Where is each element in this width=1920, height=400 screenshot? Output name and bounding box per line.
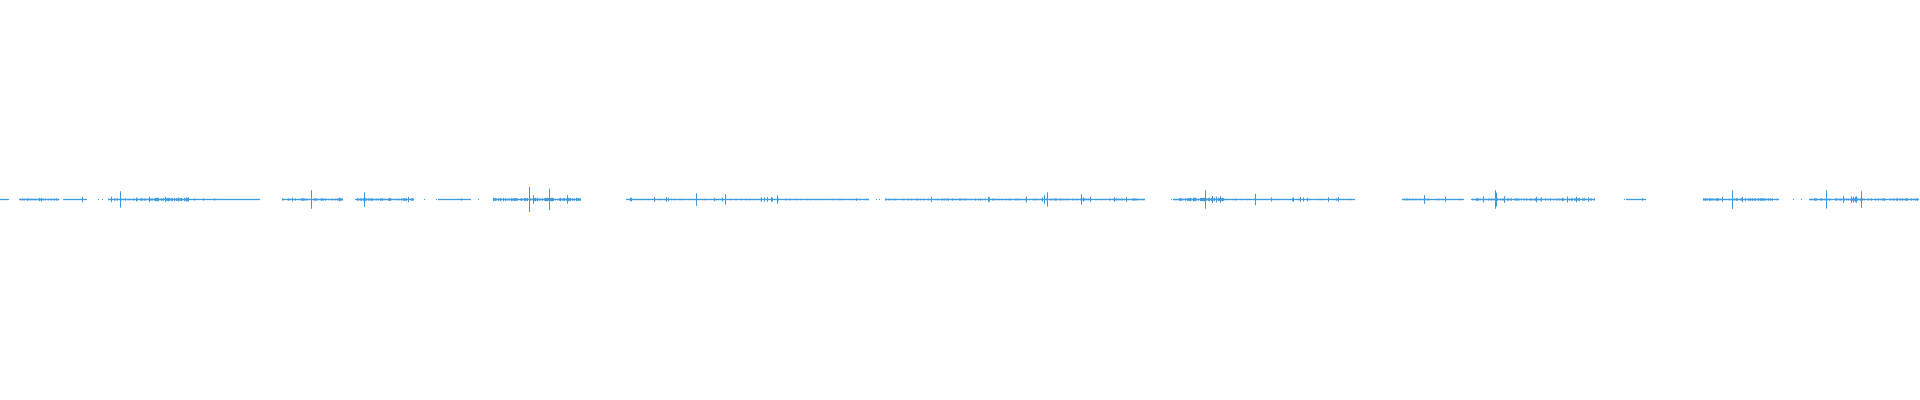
waveform-dot xyxy=(478,199,479,200)
waveform-dot xyxy=(1217,199,1218,200)
waveform-peaks xyxy=(626,197,869,202)
waveform-peaks xyxy=(438,198,471,201)
waveform-peaks xyxy=(125,196,155,203)
waveform-segment xyxy=(154,196,189,203)
waveform-dot xyxy=(876,199,877,200)
waveform-dot xyxy=(1899,199,1900,200)
waveform-segment xyxy=(493,187,581,212)
waveform-dot xyxy=(1171,199,1172,200)
waveform-segment xyxy=(0,198,9,201)
waveform-dot xyxy=(1624,199,1625,200)
waveform-peaks xyxy=(1223,197,1355,202)
waveform-dot xyxy=(1594,199,1595,200)
waveform-segment xyxy=(282,190,343,209)
waveform-signal xyxy=(0,187,1919,212)
waveform-dot xyxy=(1434,199,1435,200)
waveform-peaks xyxy=(355,196,414,203)
waveform-dot xyxy=(83,199,84,200)
waveform-segment xyxy=(108,191,126,208)
waveform-dot xyxy=(436,199,437,200)
waveform-segment xyxy=(63,196,87,203)
waveform-segment xyxy=(1402,195,1464,204)
waveform-peaks xyxy=(1626,198,1646,201)
waveform-dot xyxy=(1793,199,1794,200)
waveform-peaks xyxy=(493,195,581,204)
waveform-segment xyxy=(1626,198,1646,201)
waveform-peaks xyxy=(108,196,126,203)
waveform-segment xyxy=(438,198,471,201)
waveform-peaks xyxy=(1471,196,1595,203)
waveform-dot xyxy=(424,199,425,200)
waveform-dot xyxy=(879,199,880,200)
waveform-peaks xyxy=(1809,196,1919,203)
waveform-peaks xyxy=(885,196,1145,203)
waveform-dot xyxy=(470,199,471,200)
waveform-dot xyxy=(1354,199,1355,200)
waveform-peaks xyxy=(1402,196,1464,203)
waveform-segment xyxy=(19,197,59,202)
waveform-segment xyxy=(355,192,414,207)
waveform-peaks xyxy=(1703,196,1779,203)
waveform-peaks xyxy=(188,198,260,201)
waveform-peaks xyxy=(63,198,87,201)
waveform-dot xyxy=(1801,199,1802,200)
waveform-segment xyxy=(885,192,1145,207)
waveform-segment xyxy=(626,193,869,206)
waveform-dot xyxy=(1407,199,1408,200)
waveform-dot xyxy=(1912,199,1913,200)
waveform-segment xyxy=(188,198,260,201)
waveform-peaks xyxy=(0,198,9,201)
waveform-peaks xyxy=(154,196,189,203)
waveform-segment xyxy=(1809,190,1919,209)
waveform-dot xyxy=(1586,199,1587,200)
waveform-dot xyxy=(1215,199,1216,200)
waveform-segment xyxy=(1471,190,1595,209)
waveform-segment xyxy=(1173,190,1224,209)
waveform-dot xyxy=(102,199,103,200)
waveform-dot xyxy=(1884,199,1885,200)
waveform-peaks xyxy=(282,197,343,202)
waveform-dot xyxy=(1891,199,1892,200)
waveform-segment xyxy=(125,196,155,203)
waveform-segment xyxy=(1703,190,1779,209)
waveform-dot xyxy=(628,199,629,200)
waveform-dot xyxy=(1411,199,1412,200)
waveform-segment xyxy=(1223,193,1355,206)
waveform-dot xyxy=(98,199,99,200)
waveform-peaks xyxy=(1173,196,1224,203)
waveform-peaks xyxy=(19,197,59,202)
